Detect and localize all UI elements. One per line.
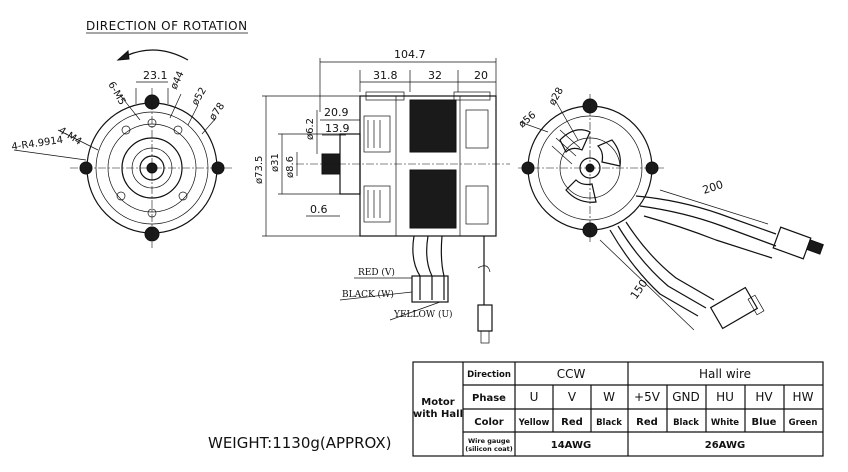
dim-dia-73-5: ø73.5 (254, 156, 265, 184)
color-7: Green (789, 418, 818, 428)
table-group-label-2: with Hall (413, 409, 463, 420)
header-hall-wire: Hall wire (699, 367, 751, 381)
color-2: Black (596, 418, 622, 428)
color-3: Red (636, 417, 658, 428)
dim-32: 32 (428, 69, 442, 82)
color-0: Yellow (518, 418, 550, 428)
phase-7: HW (793, 390, 814, 404)
color-4: Black (673, 418, 699, 428)
spec-table: Motor with Hall Direction CCW Hall wire … (412, 361, 824, 457)
label-wire-yellow: YELLOW (U) (393, 309, 453, 320)
color-5: White (711, 418, 739, 428)
gauge-motor: 14AWG (551, 440, 591, 451)
dim-200: 200 (701, 178, 725, 197)
phase-5: HU (716, 390, 734, 404)
table-group-label-1: Motor (421, 397, 454, 408)
row-gauge-2: (silicon coat) (465, 445, 513, 453)
dim-0-6: 0.6 (310, 203, 328, 216)
dim-13-9: 13.9 (325, 122, 350, 135)
color-1: Red (561, 417, 583, 428)
dim-20: 20 (474, 69, 488, 82)
phase-3: +5V (634, 390, 661, 404)
color-6: Blue (752, 417, 777, 428)
dim-dia-6-2: ø6.2 (305, 118, 316, 140)
dim-31-8: 31.8 (373, 69, 398, 82)
label-wire-red: RED (V) (358, 267, 395, 278)
title: DIRECTION OF ROTATION (86, 19, 248, 33)
row-direction: Direction (467, 370, 511, 380)
label-6-m5: 6-M5 (105, 80, 127, 107)
side-view: 104.7 31.8 32 20 20.9 13.9 (254, 48, 510, 344)
front-view: 23.1 6-M5 ø44 ø52 ø78 4-M4 4-R4.9914 (11, 69, 234, 248)
phase-4: GND (672, 390, 700, 404)
label-dia-44: ø44 (169, 70, 187, 92)
dim-dia-31: ø31 (270, 153, 281, 172)
label-wire-black: BLACK (W) (342, 289, 394, 300)
gauge-hall: 26AWG (705, 440, 745, 451)
phase-1: V (568, 390, 577, 404)
phase-6: HV (755, 390, 773, 404)
label-dia-52: ø52 (190, 86, 209, 108)
dim-dia-28: ø28 (547, 86, 566, 108)
dim-20-9: 20.9 (324, 106, 349, 119)
rotation-arrow-icon (116, 49, 189, 61)
dim-dia-8-6: ø8.6 (285, 156, 296, 178)
label-radius: 4-R4.9914 (11, 135, 64, 153)
rear-view: ø28 ø56 200 150 (517, 86, 824, 331)
row-gauge-1: Wire gauge (468, 437, 511, 445)
phase-0: U (530, 390, 539, 404)
weight-label: WEIGHT:1130g(APPROX) (208, 434, 392, 452)
label-dia-78: ø78 (207, 101, 227, 123)
header-ccw: CCW (557, 367, 586, 381)
dim-23-1: 23.1 (143, 69, 168, 82)
row-color: Color (474, 417, 504, 428)
phase-2: W (603, 390, 615, 404)
dim-104-7: 104.7 (394, 48, 426, 61)
row-phase: Phase (472, 393, 506, 404)
